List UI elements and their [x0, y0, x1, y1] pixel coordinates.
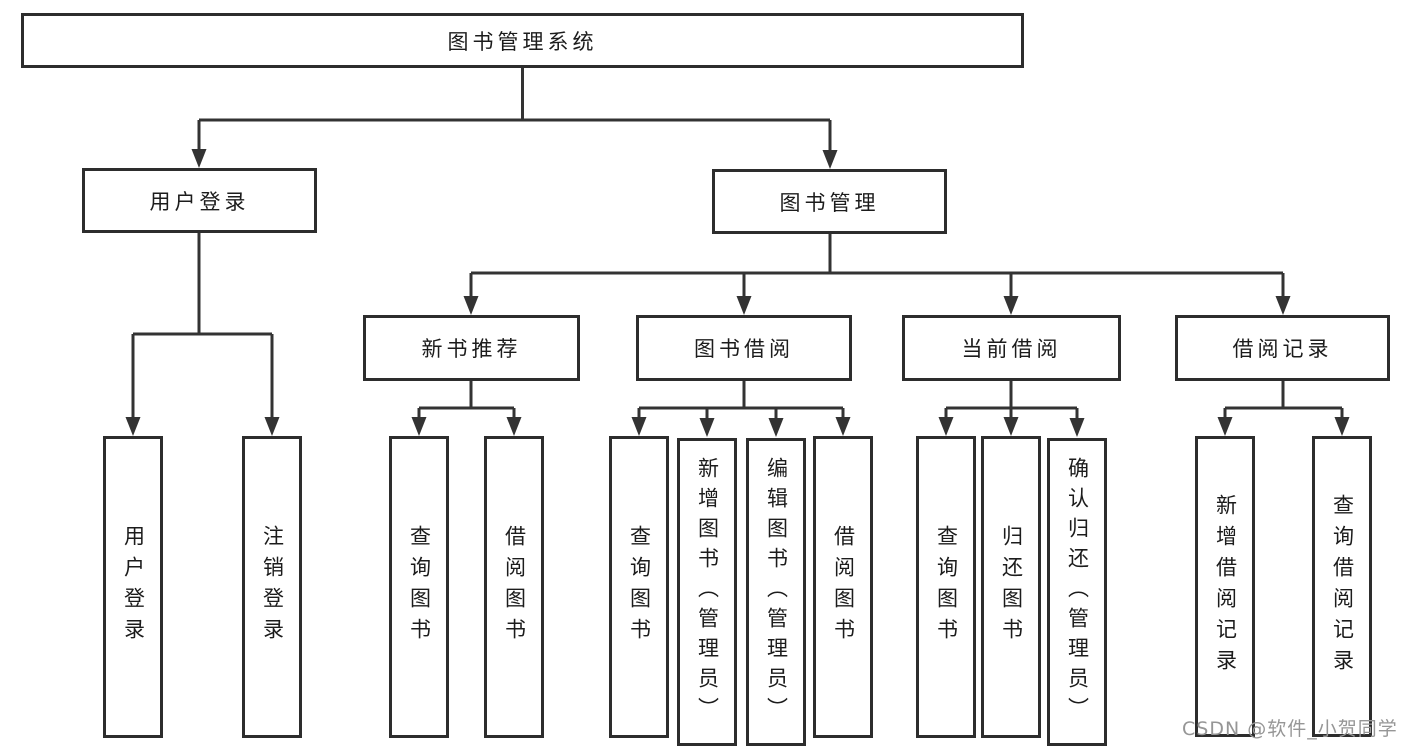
- node-label: 编辑图书（管理员）: [764, 457, 789, 727]
- node-new-book-recommend: 新书推荐: [363, 315, 580, 381]
- arrowhead-leaf-query-record: [1334, 417, 1350, 436]
- node-label: 注销登录: [260, 525, 285, 649]
- connector-current-to-leaves: [944, 381, 1079, 421]
- arrowhead-new-rec: [463, 296, 479, 315]
- arrowhead-leaf-borrow1: [506, 417, 522, 436]
- leaf-user-login: 用户登录: [103, 436, 163, 738]
- arrowhead-leaf-add-admin: [699, 418, 715, 437]
- leaf-edit-book-admin: 编辑图书（管理员）: [746, 438, 806, 746]
- connector-borrow-to-leaves: [637, 381, 845, 421]
- leaf-logout: 注销登录: [242, 436, 302, 738]
- arrowhead-leaf-confirm-admin: [1069, 418, 1085, 437]
- csdn-watermark: CSDN @软件_小贺同学: [1182, 718, 1398, 740]
- leaf-query-borrow-record: 查询借阅记录: [1312, 436, 1372, 737]
- node-label: 用户登录: [121, 525, 146, 649]
- arrowhead-leaf-logout: [264, 417, 280, 436]
- arrowhead-leaf-return: [1003, 417, 1019, 436]
- node-book-management: 图书管理: [712, 169, 947, 234]
- node-label: 新书推荐: [421, 337, 522, 361]
- leaf-add-book-admin: 新增图书（管理员）: [677, 438, 737, 746]
- arrowhead-current: [1003, 296, 1019, 315]
- node-label: 借阅图书: [831, 525, 856, 649]
- node-label: 借阅记录: [1232, 337, 1333, 361]
- arrowhead-leaf-borrow2: [835, 417, 851, 436]
- arrowhead-user-login: [191, 149, 207, 168]
- node-label: 新增借阅记录: [1213, 493, 1238, 680]
- node-user-login: 用户登录: [82, 168, 317, 233]
- node-library-system: 图书管理系统: [21, 13, 1024, 68]
- node-label: 借阅图书: [502, 525, 527, 649]
- connector-new-rec-to-leaves: [417, 381, 516, 421]
- connector-root-to-level1: [197, 68, 832, 153]
- arrowhead-book-mgmt: [822, 150, 838, 169]
- leaf-return-book: 归还图书: [981, 436, 1041, 738]
- leaf-query-book-1: 查询图书: [389, 436, 449, 738]
- arrowhead-leaf-add-record: [1217, 417, 1233, 436]
- node-borrow-records: 借阅记录: [1175, 315, 1390, 381]
- node-label: 查询图书: [627, 525, 652, 649]
- node-label: 新增图书（管理员）: [695, 457, 720, 727]
- connector-user-login-to-leaves: [131, 233, 274, 420]
- arrowhead-leaf-query3: [938, 417, 954, 436]
- node-label: 图书借阅: [694, 337, 794, 361]
- arrowhead-leaf-query1: [411, 417, 427, 436]
- node-book-borrow: 图书借阅: [636, 315, 852, 381]
- node-label: 归还图书: [999, 525, 1024, 649]
- node-label: 当前借阅: [961, 337, 1062, 361]
- arrowhead-leaf-user-login: [125, 417, 141, 436]
- connector-book-mgmt-to-level2: [469, 234, 1285, 300]
- leaf-add-borrow-record: 新增借阅记录: [1195, 436, 1255, 737]
- leaf-query-book-3: 查询图书: [916, 436, 976, 738]
- node-label: 用户登录: [149, 189, 250, 214]
- leaf-borrow-book-1: 借阅图书: [484, 436, 544, 738]
- node-label: 图书管理: [779, 190, 880, 215]
- node-label: 查询图书: [407, 525, 432, 649]
- connector-records-to-leaves: [1223, 381, 1344, 421]
- arrowhead-leaf-edit-admin: [768, 418, 784, 437]
- node-label: 查询图书: [934, 525, 959, 649]
- leaf-confirm-return-admin: 确认归还（管理员）: [1047, 438, 1107, 746]
- leaf-borrow-book-2: 借阅图书: [813, 436, 873, 738]
- node-label: 查询借阅记录: [1330, 493, 1355, 680]
- node-label: 图书管理系统: [447, 29, 598, 54]
- arrowhead-records: [1275, 296, 1291, 315]
- arrowhead-leaf-query2: [631, 417, 647, 436]
- node-current-borrow: 当前借阅: [902, 315, 1121, 381]
- leaf-query-book-2: 查询图书: [609, 436, 669, 738]
- node-label: 确认归还（管理员）: [1065, 457, 1090, 727]
- arrowhead-borrow: [736, 296, 752, 315]
